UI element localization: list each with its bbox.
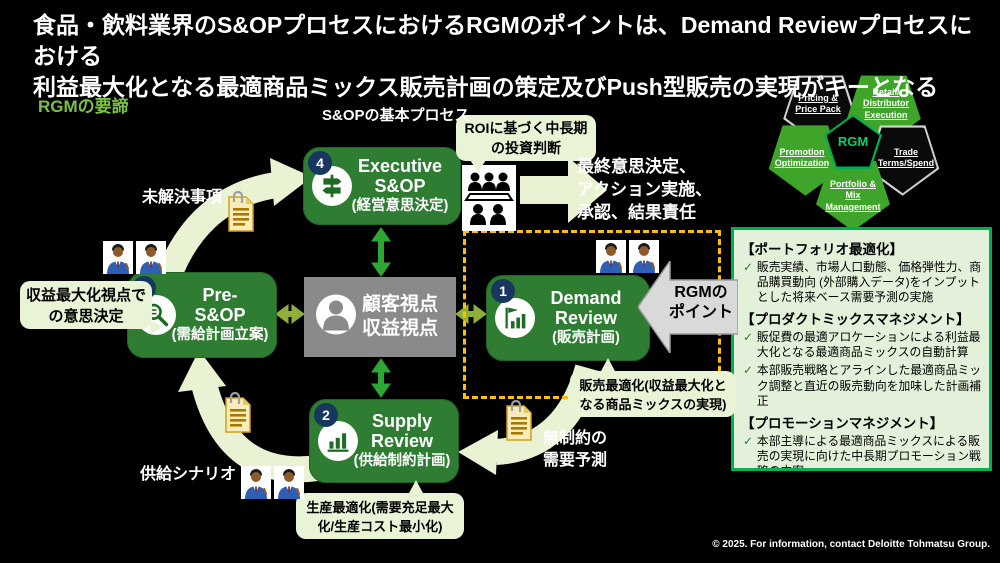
stakeholders-demand [596, 240, 659, 273]
node-title: Executive S&OP [357, 156, 443, 197]
step-badge-4: 4 [308, 151, 332, 175]
arrow-presop-to-executive [150, 172, 279, 297]
supply-scenario-label: 供給シナリオ [140, 466, 237, 483]
node-supply-review: 2 Supply Review (供給制約計画) [309, 399, 459, 483]
unresolved-items-label: 未解決事項 [142, 189, 223, 206]
node-title: Pre- S&OP [194, 285, 246, 326]
stakeholders-supply [241, 466, 304, 499]
arrowhead-demand-to-supply [458, 430, 498, 475]
rgm-core-pentagon: RGM [824, 114, 882, 169]
businessman-icon [103, 241, 133, 274]
meeting-icon [462, 165, 516, 236]
double-arrow-bottom [371, 358, 391, 398]
roi-callout-text: ROIに基づく中長期の投資判断 [464, 120, 588, 156]
businessman-icon [274, 466, 304, 499]
process-label: S&OPの基本プロセス [322, 107, 470, 124]
final-decision-label: 最終意思決定、 アクション実施、 承認、結果責任 [577, 157, 713, 222]
panel-header: 【プロダクトミックスマネジメント】 [741, 312, 970, 328]
prod-opt-callout: 生産最適化(需要充足最大化/生産コスト最小化) [296, 493, 464, 539]
stakeholders-presop [103, 241, 166, 274]
node-subtitle: (需給計画立案) [171, 326, 269, 343]
arrowhead-supply-to-presop [178, 350, 226, 392]
double-arrow-left [275, 304, 305, 324]
factory-chart-icon [318, 421, 358, 461]
rgm-point-label: RGMの ポイント [668, 284, 733, 321]
revenue-max-tail [150, 320, 163, 334]
demand-chart-icon [495, 298, 535, 338]
arrowhead-presop-to-executive [270, 158, 312, 206]
businessman-icon [136, 241, 166, 274]
double-arrow-top [371, 227, 391, 277]
arrow-executive-output [520, 157, 607, 223]
panel-item: ✓ 本部販売戦略とアラインした最適商品ミック調整と直近の販売動向を加味した計画補… [743, 363, 982, 408]
center-perspective-box: 顧客視点 収益視点 [304, 277, 456, 357]
node-subtitle: (経営意思決定) [351, 197, 449, 214]
sales-opt-text: 販売最適化(収益最大化となる商品ミックスの実現) [579, 378, 727, 412]
checkmark-icon: ✓ [743, 363, 753, 378]
step-badge-2: 2 [314, 403, 338, 427]
copyright-footer: © 2025. For information, contact Deloitt… [712, 539, 990, 550]
unconstrained-forecast-label: 無制約の 需要予測 [543, 430, 608, 470]
sales-opt-callout: 販売最適化(収益最大化となる商品ミックスの実現) [570, 371, 736, 417]
roi-callout-tail [470, 160, 486, 172]
document-icon [506, 399, 532, 441]
roi-callout: ROIに基づく中長期の投資判断 [456, 115, 596, 161]
page-title: 食品・飲料業界のS&OPプロセスにおけるRGMのポイントは、Demand Rev… [33, 12, 973, 100]
panel-item: ✓ 本部主導による最適商品ミックスによる販売の実現に向けた中長期プロモーション戦… [743, 433, 982, 468]
revenue-max-callout: 収益最大化視点での意思決定 [20, 281, 152, 329]
node-title: Supply Review [370, 411, 434, 452]
node-subtitle: (供給制約計画) [353, 452, 451, 469]
businessman-icon [241, 466, 271, 499]
sales-opt-tail [600, 358, 616, 373]
panel-header: 【ポートフォリオ最適化】 [741, 242, 903, 257]
panel-item: ✓ 販売実績、市場人口動態、価格弾性力、商品購買動向 (外部購入データ)をインプ… [743, 260, 982, 305]
prod-opt-text: 生産最適化(需要充足最大化/生産コスト最小化) [306, 500, 454, 534]
center-perspective-text: 顧客視点 収益視点 [361, 294, 438, 339]
checkmark-icon: ✓ [743, 433, 753, 448]
node-demand-review: 1 Demand Review (販売計画) [486, 275, 650, 361]
businessman-icon [629, 240, 659, 273]
person-icon [314, 293, 358, 342]
panel-header: 【プロモーションマネジメント】 [741, 415, 944, 431]
rgm-point-arrow [638, 261, 738, 353]
document-icon [228, 190, 254, 232]
rgm-core-label: RGM [837, 134, 869, 149]
businessman-icon [596, 240, 626, 273]
rgm-detail-panel: 【ポートフォリオ最適化】 ✓ 販売実績、市場人口動態、価格弾性力、商品購買動向 … [731, 227, 992, 471]
node-subtitle: (販売計画) [552, 329, 620, 346]
rgm-pentagon-model: Pricing & Price Pack Retail/ Distributor… [760, 66, 955, 216]
node-title: Demand Review [550, 288, 622, 329]
checkmark-icon: ✓ [743, 260, 753, 274]
prod-opt-tail [408, 480, 424, 495]
revenue-max-text: 収益最大化視点での意思決定 [26, 287, 147, 325]
section-label: RGMの要諦 [38, 97, 129, 116]
step-badge-1: 1 [491, 279, 515, 303]
panel-item: ✓ 販促費の最適アロケーションによる利益最大化となる最適商品ミックスの自動計算 [743, 330, 981, 360]
node-executive-sop: 4 Executive S&OP (経営意思決定) [303, 147, 461, 225]
checkmark-icon: ✓ [743, 330, 753, 345]
petal-portfolio: Portfolio & Mix Management [816, 161, 890, 231]
document-icon [225, 391, 251, 433]
